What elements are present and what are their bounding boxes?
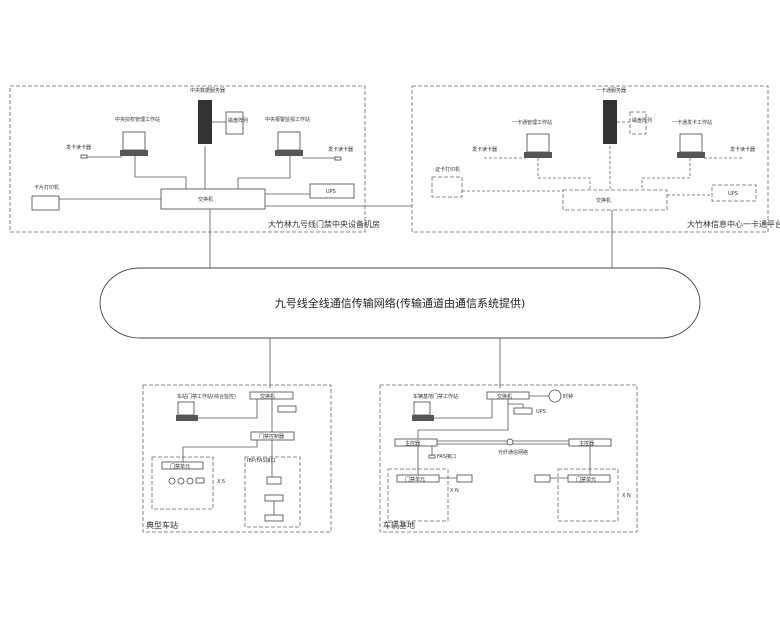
depot-group: 车辆基地 车辆基地门禁工作站 交换机 时钟 UPS 主控器 主控器 光纤通信网络… xyxy=(379,384,638,533)
station-switch xyxy=(249,391,294,400)
ups-label: UPS xyxy=(326,189,336,195)
printer-label: 卡片打印机 xyxy=(34,184,59,191)
computer-icon xyxy=(177,401,195,416)
server-icon xyxy=(198,100,212,144)
storage-box xyxy=(225,111,244,135)
storage-box xyxy=(629,111,647,135)
keyboard-icon xyxy=(524,152,552,158)
clock-label: 时钟 xyxy=(563,393,573,400)
station-ws-label: 车站门禁工作站(综合监控) xyxy=(177,393,236,400)
keyboard-icon xyxy=(120,150,148,156)
switch-label: 交换机 xyxy=(596,197,611,204)
reader-left-label: 发卡读卡器 xyxy=(472,146,497,153)
depot-title: 车辆基地 xyxy=(383,520,415,530)
network-label: 九号线全线通信传输网络(传输通道由通信系统提供) xyxy=(275,296,526,310)
ws-right-label: 一卡通发卡工作站 xyxy=(672,119,712,126)
ibp-box xyxy=(266,476,282,485)
info-server-label: 一卡通服务器 xyxy=(596,87,626,94)
keyboard-icon xyxy=(412,415,434,421)
interface-label: FAS接口 xyxy=(437,453,456,460)
reader-box-left xyxy=(456,474,473,483)
central-room-title: 大竹林九号线门禁中央设备机房 xyxy=(268,219,380,229)
keyboard-icon xyxy=(176,415,198,421)
station-group: 典型车站 车站门禁工作站(综合监控) 交换机 门禁控制器 门禁单元 X 5 IB… xyxy=(142,384,332,533)
keyboard-icon xyxy=(275,150,303,156)
central-room-group: 大竹林九号线门禁中央设备机房 中央数据服务器 磁盘阵列 中央授权管理工作站 中央… xyxy=(9,85,412,268)
fire-interface-label: IBP/FAS接口 xyxy=(247,457,276,464)
door-unit-right xyxy=(567,474,611,483)
card-reader-icon xyxy=(168,477,176,485)
fas-box xyxy=(264,494,284,502)
station-title: 典型车站 xyxy=(146,520,178,530)
printer-icon xyxy=(31,195,60,211)
relay-box xyxy=(264,514,284,522)
fire-interface-boundary xyxy=(244,456,301,528)
card-reader-icon xyxy=(334,156,342,161)
door-controller xyxy=(250,431,295,441)
station-boundary xyxy=(142,384,332,533)
controller-label: 门禁控制器 xyxy=(259,433,284,440)
ups-box xyxy=(277,405,297,413)
door-unit-right-boundary xyxy=(557,468,619,522)
computer-icon xyxy=(122,131,146,151)
ups-box xyxy=(309,183,355,199)
ws-left-label: 一卡通管理工作站 xyxy=(512,119,552,126)
computer-icon xyxy=(679,133,703,153)
switch-label: 交换机 xyxy=(497,393,512,400)
computer-icon xyxy=(526,133,550,153)
printer-icon xyxy=(431,176,463,198)
multiplier-right-label: X N xyxy=(622,493,631,499)
fiber-link-icon xyxy=(506,438,514,446)
exit-button-icon xyxy=(177,477,185,485)
ctrl-right-label: 主控器 xyxy=(579,440,594,447)
door-unit-label: 门禁单元 xyxy=(170,463,190,470)
storage-label: 磁盘阵列 xyxy=(228,117,248,124)
door-unit-label: 门禁单元 xyxy=(576,476,596,483)
central-room-boundary xyxy=(9,85,366,233)
door-unit-label: 门禁单元 xyxy=(405,476,425,483)
main-controller-left xyxy=(394,438,438,447)
info-center-group: 大竹林信息中心一卡通平台 一卡通服务器 磁盘阵列 一卡通管理工作站 一卡通发卡工… xyxy=(411,85,780,268)
switch-label: 交换机 xyxy=(198,196,213,203)
depot-ws-label: 车辆基地门禁工作站 xyxy=(413,393,458,400)
info-switch xyxy=(562,189,668,211)
door-unit xyxy=(161,461,204,470)
ups-label: UPS xyxy=(728,191,738,197)
card-reader-icon xyxy=(80,154,88,159)
link-label: 光纤通信网络 xyxy=(498,449,528,456)
depot-boundary xyxy=(379,384,638,533)
reader-box-right xyxy=(534,474,551,483)
ups-label: UPS xyxy=(536,409,546,415)
reader-left-label: 发卡读卡器 xyxy=(66,144,91,151)
clock-icon xyxy=(548,389,562,403)
door-unit-boundary xyxy=(151,456,214,510)
storage-label: 磁盘阵列 xyxy=(632,117,652,124)
multiplier-left-label: X N xyxy=(450,488,459,494)
printer-label: 证卡打印机 xyxy=(435,166,460,173)
server-icon xyxy=(603,100,617,144)
ctrl-left-label: 主控器 xyxy=(405,440,420,447)
keyboard-icon xyxy=(677,152,705,158)
central-server-label: 中央数据服务器 xyxy=(190,87,225,94)
reader-right-label: 发卡读卡器 xyxy=(730,146,755,153)
multiplier-label: X 5 xyxy=(217,479,225,485)
door-sensor-icon xyxy=(186,477,194,485)
transmission-network: 九号线全线通信传输网络(传输通道由通信系统提供) xyxy=(99,267,701,339)
ws-left-label: 中央授权管理工作站 xyxy=(115,116,160,123)
info-center-title: 大竹林信息中心一卡通平台 xyxy=(687,219,780,229)
computer-icon xyxy=(413,401,431,416)
ups-box xyxy=(513,407,533,415)
switch-label: 交换机 xyxy=(260,393,275,400)
computer-icon xyxy=(277,131,301,151)
ws-right-label: 中央报警监视工作站 xyxy=(265,116,310,123)
reader-right-label: 发卡读卡器 xyxy=(328,146,353,153)
lock-icon xyxy=(195,477,205,484)
ups-box xyxy=(711,184,757,202)
info-center-boundary xyxy=(411,85,769,233)
